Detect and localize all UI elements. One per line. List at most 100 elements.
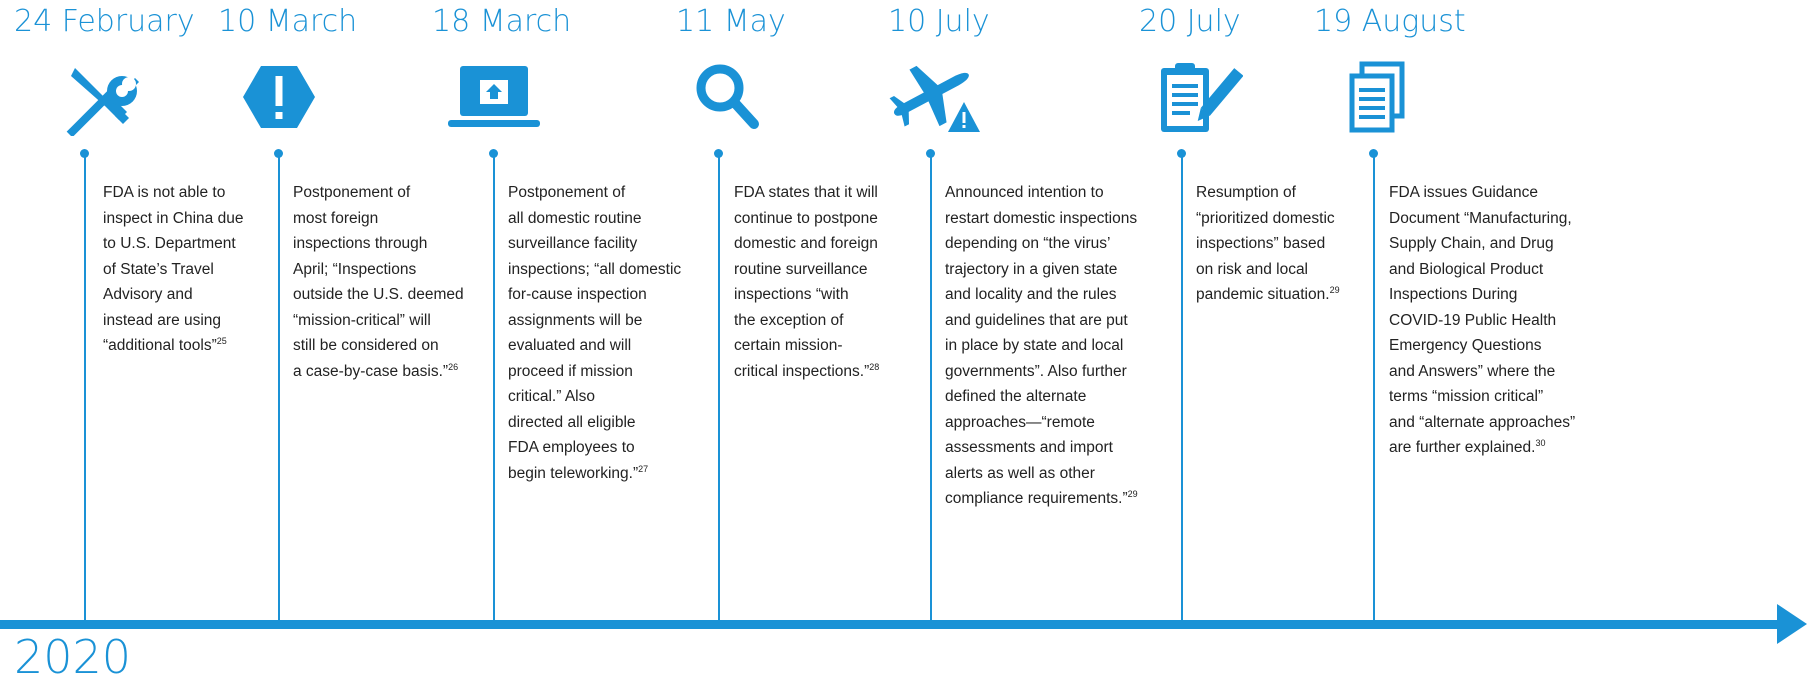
event-7-line: are further explained.	[1389, 439, 1536, 456]
event-1-line: of State’s Travel	[103, 260, 214, 278]
event-6-date: 20 July	[1139, 4, 1241, 39]
tools-icon	[49, 58, 145, 136]
event-1-line: to U.S. Department	[103, 235, 236, 252]
event-7-line: Inspections During	[1389, 286, 1518, 303]
documents-icon	[1332, 58, 1428, 136]
event-4-line: critical inspections.”	[734, 362, 870, 380]
airplane-warning-icon	[886, 58, 982, 136]
event-3-line: evaluated and will	[508, 337, 632, 354]
event-3-line: assignments will be	[508, 311, 643, 329]
timeline-connector-6	[1181, 153, 1183, 623]
timeline-connector-4	[718, 153, 720, 623]
footnote-marker: 28	[869, 361, 880, 372]
event-2-line: “mission-critical” will	[293, 311, 431, 329]
event-3-line: all domestic routine	[508, 209, 642, 227]
event-4-line: inspections “with	[734, 286, 849, 303]
event-2-line: April; “Inspections	[293, 260, 417, 278]
event-5-line: in place by state and local	[945, 337, 1124, 354]
event-5-line: assessments and import	[945, 439, 1113, 456]
event-7-date: 19 August	[1314, 4, 1466, 39]
event-1-line: FDA is not able to	[103, 184, 226, 201]
timeline-marker-2	[274, 149, 283, 158]
event-3-line: Postponement of	[508, 184, 626, 201]
event-1-description: FDA is not able to inspect in China due …	[103, 180, 243, 359]
timeline-connector-3	[493, 153, 495, 623]
event-7-line: and Answers” where the	[1389, 362, 1556, 380]
timeline-marker-7	[1369, 149, 1378, 158]
event-5-line: and locality and the rules	[945, 286, 1117, 303]
timeline-marker-3	[489, 149, 498, 158]
event-3-date: 18 March	[432, 4, 572, 39]
footnote-marker: 30	[1535, 437, 1546, 448]
event-5-line: defined the alternate	[945, 388, 1087, 405]
event-7-line: COVID-19 Public Health	[1389, 311, 1557, 329]
event-2-date: 10 March	[218, 4, 358, 39]
event-1-line: inspect in China due	[103, 209, 244, 227]
event-4-line: domestic and foreign	[734, 235, 878, 252]
event-5-line: depending on “the virus’	[945, 235, 1111, 252]
footnote-marker: 29	[1127, 488, 1138, 499]
timeline-marker-4	[714, 149, 723, 158]
event-5-line: alerts as well as other	[945, 464, 1095, 482]
event-4-line: certain mission-	[734, 337, 843, 354]
event-7-line: Document “Manufacturing,	[1389, 209, 1572, 227]
event-3-line: begin teleworking.”	[508, 464, 639, 482]
event-2-line: a case-by-case basis.”	[293, 362, 449, 380]
footnote-marker: 26	[448, 361, 459, 372]
event-6-line: on risk and local	[1196, 260, 1309, 278]
event-5-line: governments”. Also further	[945, 362, 1127, 380]
event-4-line: routine surveillance	[734, 260, 868, 278]
laptop-home-icon	[446, 58, 542, 136]
event-3-line: for-cause inspection	[508, 286, 647, 303]
event-2-line: outside the U.S. deemed	[293, 286, 464, 303]
event-5-line: approaches—“remote	[945, 413, 1095, 431]
timeline-connector-7	[1373, 153, 1375, 623]
event-4-line: continue to postpone	[734, 209, 878, 227]
event-3-description: Postponement of all domestic routine sur…	[508, 180, 681, 486]
event-7-line: FDA issues Guidance	[1389, 184, 1539, 201]
event-6-line: “prioritized domestic	[1196, 209, 1335, 227]
event-1-line: instead are using	[103, 311, 222, 329]
event-4-date: 11 May	[676, 4, 786, 39]
event-2-line: inspections through	[293, 235, 428, 252]
event-7-line: and Biological Product	[1389, 260, 1544, 278]
event-4-description: FDA states that it will continue to post…	[734, 180, 879, 384]
event-4-line: FDA states that it will	[734, 184, 878, 201]
event-5-line: trajectory in a given state	[945, 260, 1118, 278]
year-label: 2020	[14, 630, 132, 684]
event-6-line: pandemic situation.	[1196, 286, 1330, 303]
event-1-line: Advisory and	[103, 286, 193, 303]
timeline-connector-1	[84, 153, 86, 623]
timeline-axis	[0, 620, 1790, 629]
event-7-line: Supply Chain, and Drug	[1389, 235, 1554, 252]
timeline-connector-2	[278, 153, 280, 623]
event-7-line: terms “mission critical”	[1389, 388, 1544, 405]
event-2-line: still be considered on	[293, 337, 439, 354]
event-5-date: 10 July	[888, 4, 990, 39]
footnote-marker: 27	[638, 463, 649, 474]
event-3-line: critical.” Also	[508, 388, 595, 405]
event-5-description: Announced intention to restart domestic …	[945, 180, 1138, 512]
event-6-description: Resumption of “prioritized domestic insp…	[1196, 180, 1340, 308]
event-7-line: Emergency Questions	[1389, 337, 1542, 354]
event-7-line: and “alternate approaches”	[1389, 413, 1576, 431]
event-1-date: 24 February	[14, 4, 195, 39]
timeline-marker-6	[1177, 149, 1186, 158]
event-3-line: surveillance facility	[508, 235, 638, 252]
event-6-line: Resumption of	[1196, 184, 1296, 201]
timeline-connector-5	[930, 153, 932, 623]
event-5-line: Announced intention to	[945, 184, 1104, 201]
event-4-line: the exception of	[734, 311, 844, 329]
event-6-line: inspections” based	[1196, 235, 1326, 252]
event-3-line: FDA employees to	[508, 439, 635, 456]
event-2-line: most foreign	[293, 209, 379, 227]
event-2-line: Postponement of	[293, 184, 411, 201]
timeline-marker-1	[80, 149, 89, 158]
event-5-line: restart domestic inspections	[945, 209, 1138, 227]
event-2-description: Postponement of most foreign inspections…	[293, 180, 464, 384]
timeline-arrowhead	[1777, 604, 1807, 644]
event-1-line: “additional tools”	[103, 337, 217, 354]
alert-octagon-icon	[231, 58, 327, 136]
event-3-line: proceed if mission	[508, 362, 633, 380]
footnote-marker: 25	[216, 335, 227, 346]
